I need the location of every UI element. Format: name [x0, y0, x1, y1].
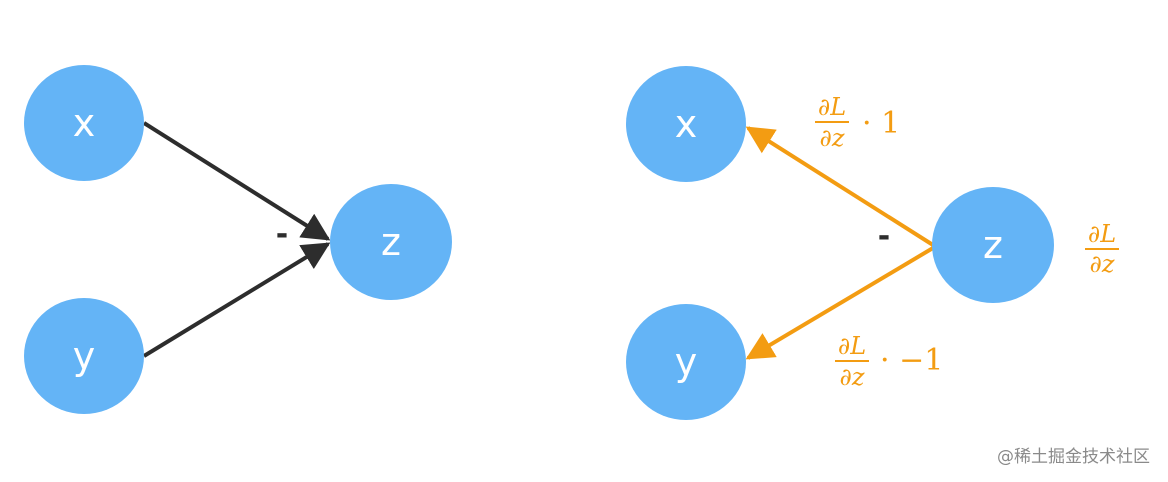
grad-edge-z-to-x: [745, 126, 935, 247]
edge-y-to-z: [142, 242, 331, 358]
node-z-label: z: [983, 223, 1003, 267]
node-x-label: x: [675, 102, 698, 146]
grad-label-x: ∂L ∂z · 1: [815, 93, 900, 152]
backward-graph: x y z - ∂L ∂z · 1 ∂L ∂z ∂L ∂z ·: [626, 66, 1119, 420]
node-y: y: [24, 298, 144, 414]
subtract-operator: -: [276, 217, 288, 252]
grad-numerator: ∂L: [1088, 220, 1116, 248]
grad-label-y: ∂L ∂z · −1: [835, 332, 943, 391]
node-x: x: [24, 65, 144, 181]
node-z: z: [330, 184, 452, 300]
grad-edge-z-to-y: [745, 246, 935, 360]
grad-numerator: ∂L: [818, 93, 846, 121]
node-x-label: x: [73, 101, 96, 145]
grad-factor-x: · 1: [862, 106, 900, 141]
grad-denominator: ∂z: [839, 363, 864, 391]
subtract-operator: -: [878, 219, 890, 254]
node-x: x: [626, 66, 746, 182]
grad-label-z: ∂L ∂z: [1085, 220, 1119, 278]
node-z: z: [932, 187, 1054, 303]
grad-denominator: ∂z: [819, 124, 844, 152]
grad-denominator: ∂z: [1089, 250, 1114, 278]
node-z-label: z: [381, 220, 401, 264]
grad-factor-y: · −1: [880, 343, 943, 378]
edge-x-to-z: [142, 121, 331, 241]
watermark: @稀土掘金技术社区: [997, 447, 1150, 467]
node-y-label: y: [675, 340, 698, 384]
node-y: y: [626, 304, 746, 420]
node-y-label: y: [73, 334, 96, 378]
forward-graph: x y z -: [24, 65, 452, 414]
grad-numerator: ∂L: [838, 332, 866, 360]
